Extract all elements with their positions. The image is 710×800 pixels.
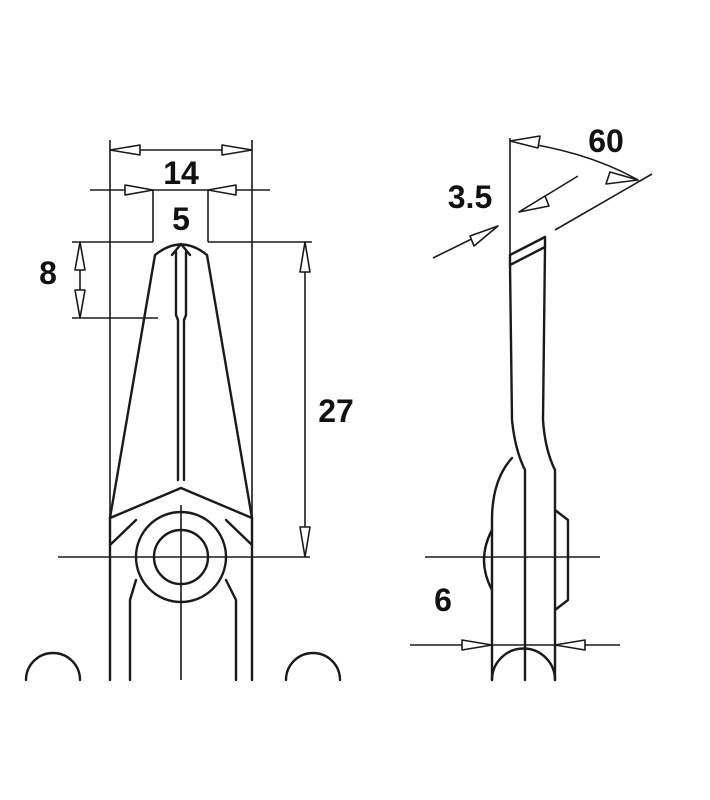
dim-5-label: 5 [172, 201, 190, 237]
side-view: 60 3.5 6 [410, 123, 653, 682]
dim-60-label: 60 [588, 123, 624, 159]
front-view: 14 5 8 27 [24, 140, 354, 682]
dim-6-label: 6 [434, 582, 452, 618]
dim-14-label: 14 [163, 155, 199, 191]
dim-8-label: 8 [39, 255, 57, 291]
dim-3-5-label: 3.5 [448, 179, 492, 215]
dim-27-label: 27 [318, 393, 354, 429]
